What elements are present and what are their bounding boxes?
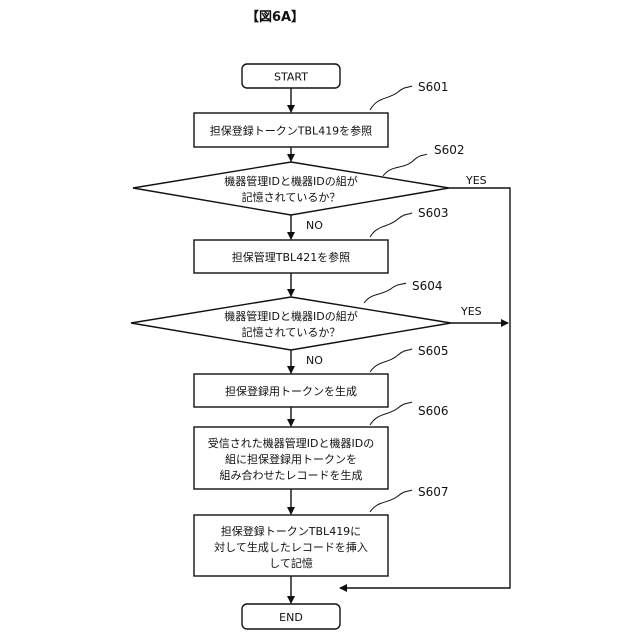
process-s607-line2: 対して生成したレコードを挿入: [214, 540, 368, 554]
yes-label-s604: YES: [460, 305, 482, 318]
process-s607-line3: して記憶: [269, 556, 313, 570]
process-s605-text: 担保登録用トークンを生成: [225, 384, 357, 398]
process-s603-text: 担保管理TBL421を参照: [232, 250, 350, 264]
decision-s604-line2: 記憶されているか？: [242, 325, 341, 339]
decision-s604: [131, 297, 451, 350]
step-label-s606: S606: [418, 404, 449, 418]
leader-s607: [370, 490, 412, 512]
process-s606-line3: 組み合わせたレコードを生成: [220, 468, 363, 482]
process-s601-text: 担保登録トークンTBL419を参照: [210, 124, 372, 138]
step-label-s607: S607: [418, 485, 449, 499]
process-s607-line1: 担保登録トークンTBL419に: [221, 524, 361, 538]
step-label-s601: S601: [418, 80, 449, 94]
step-label-s604: S604: [412, 279, 443, 293]
leader-s604: [364, 283, 406, 303]
end-label: END: [279, 611, 303, 624]
step-label-s605: S605: [418, 344, 449, 358]
no-label-s604: NO: [306, 354, 323, 367]
decision-s602: [133, 162, 449, 215]
decision-s602-line2: 記憶されているか？: [242, 190, 341, 204]
yes-label-s602: YES: [465, 174, 487, 187]
step-label-s603: S603: [418, 206, 449, 220]
leader-s603: [370, 213, 412, 237]
no-label-s602: NO: [306, 219, 323, 232]
figure-title: 【図6A】: [246, 9, 304, 25]
start-label: START: [274, 71, 308, 84]
leader-s601: [370, 86, 412, 110]
step-label-s602: S602: [434, 143, 465, 157]
decision-s604-line1: 機器管理IDと機器IDの組が: [224, 309, 357, 323]
leader-s605: [370, 349, 412, 372]
decision-s602-line1: 機器管理IDと機器IDの組が: [224, 174, 357, 188]
process-s606-line1: 受信された機器管理IDと機器IDの: [208, 436, 374, 450]
process-s606-line2: 組に担保登録用トークンを: [225, 452, 357, 466]
leader-s602: [383, 154, 427, 176]
